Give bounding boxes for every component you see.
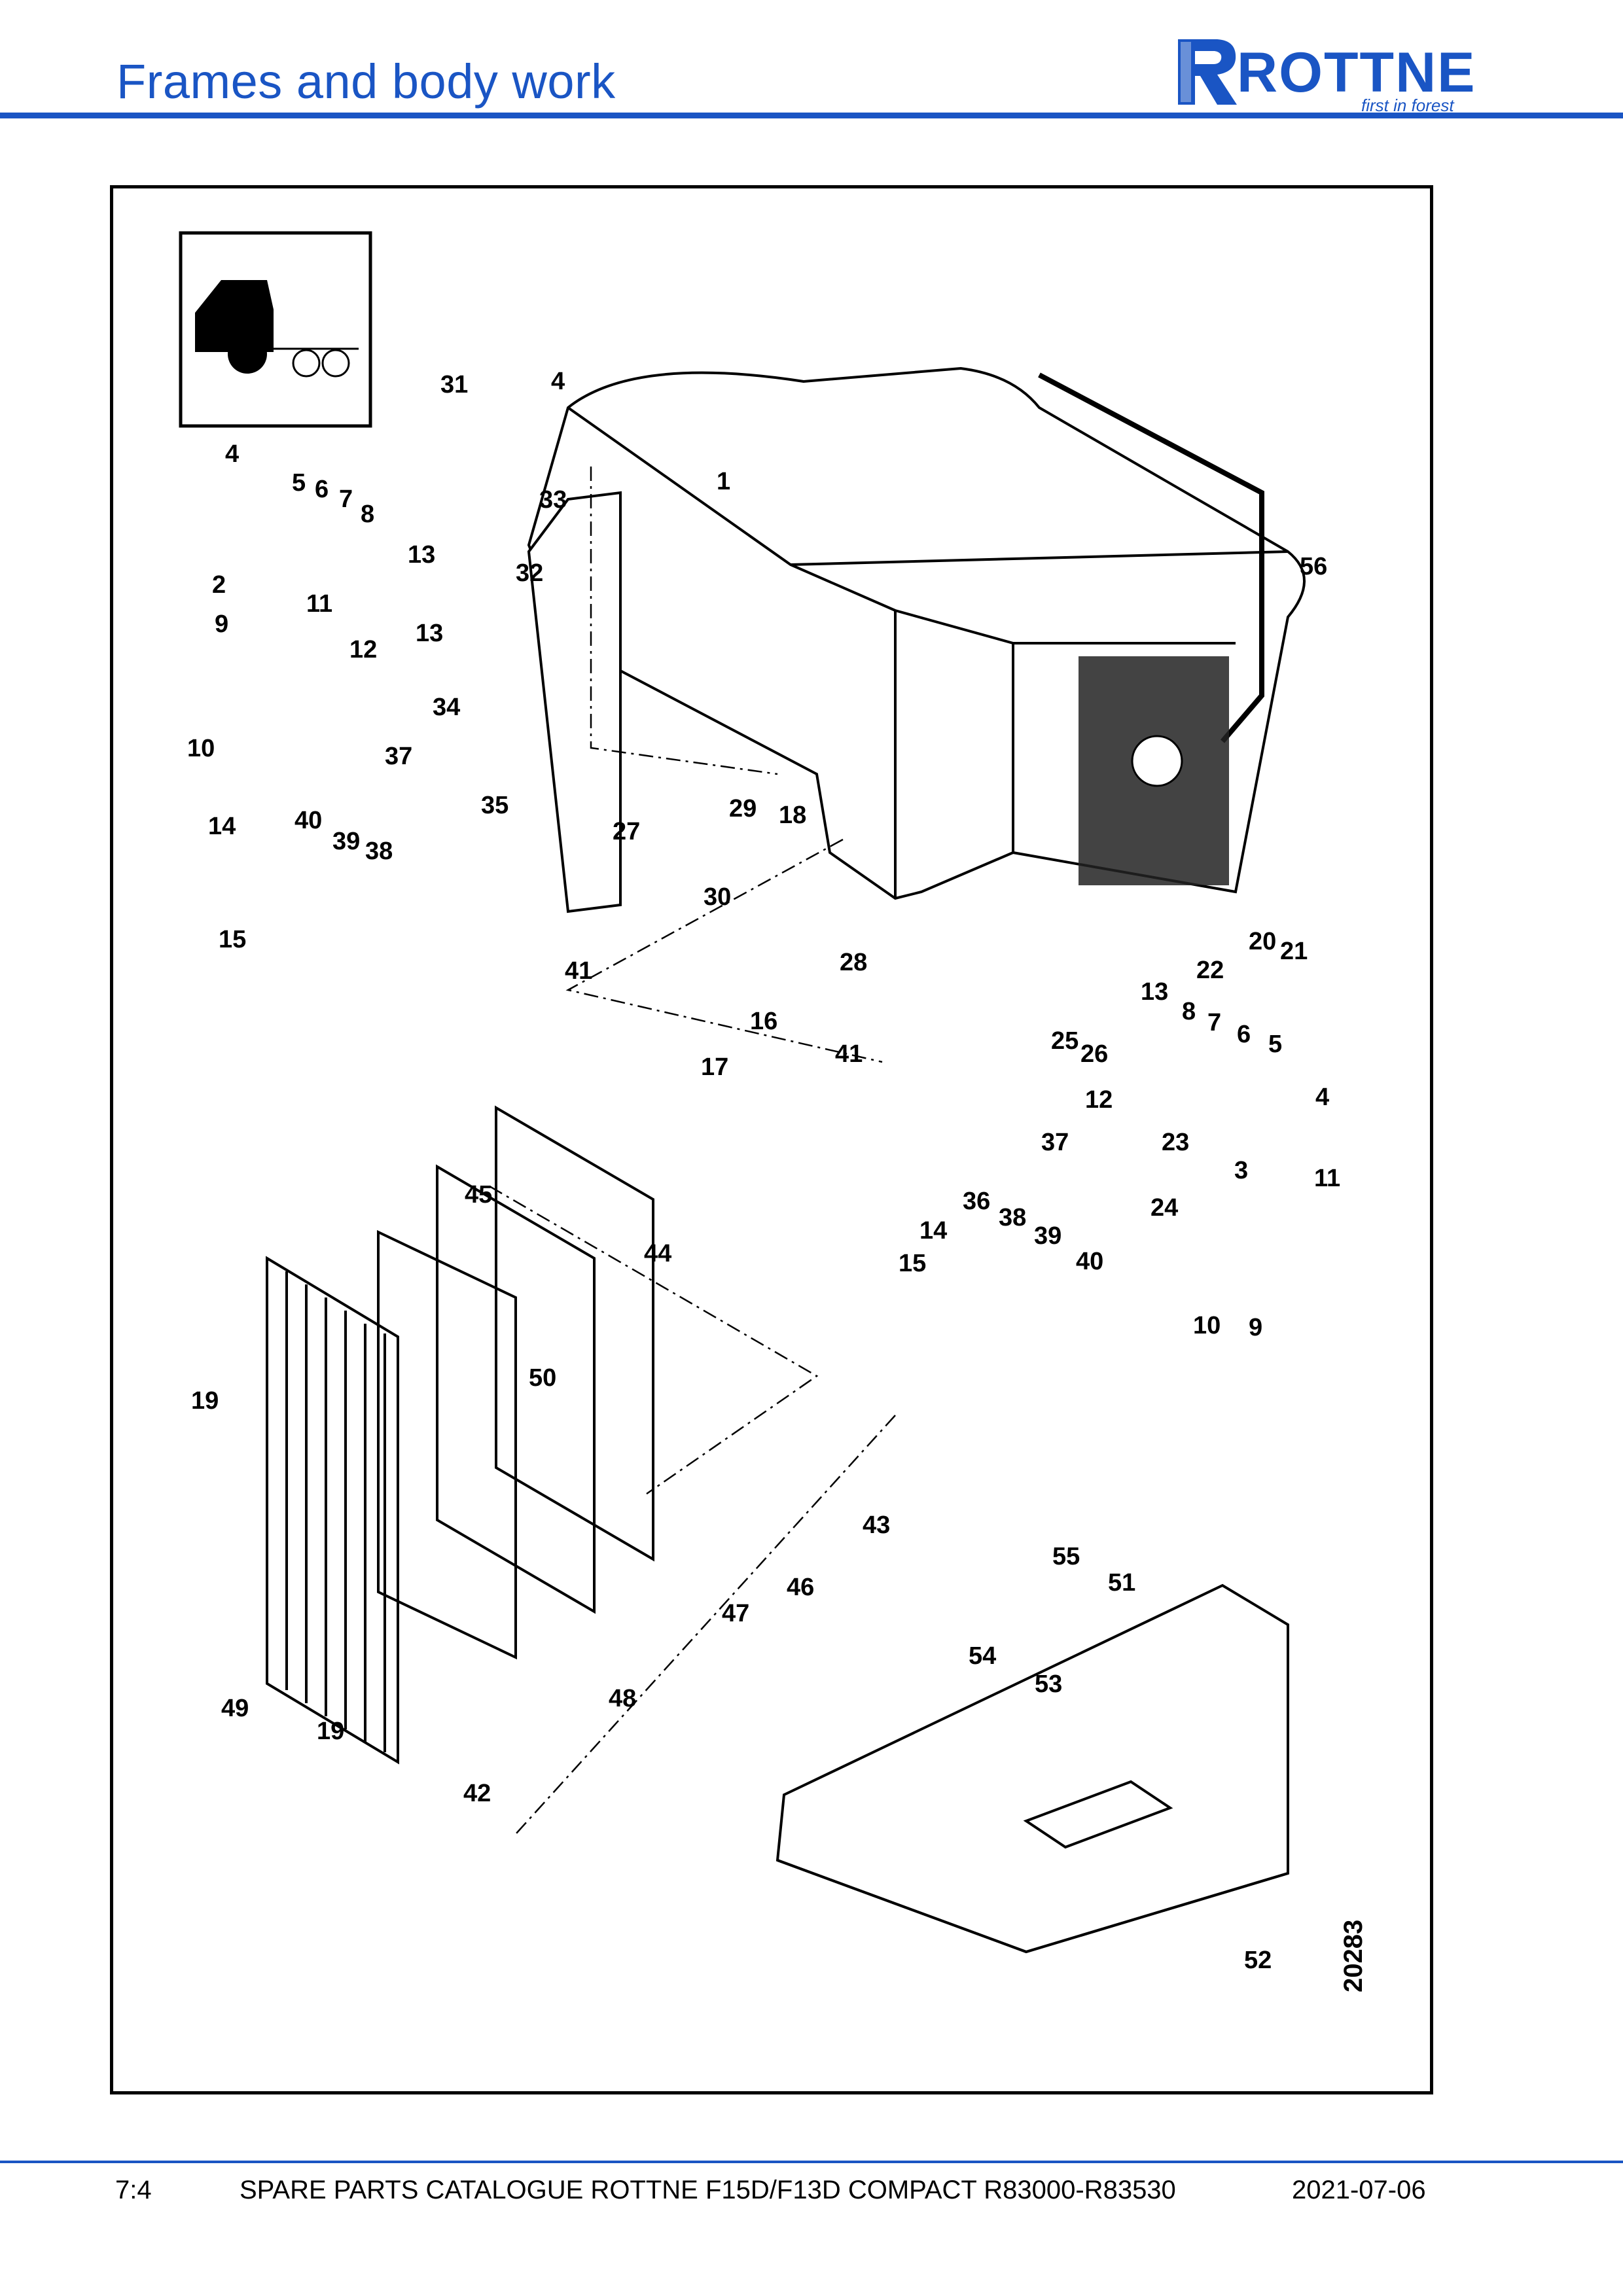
callout-7: 7 (1207, 1009, 1221, 1036)
callout-51: 51 (1108, 1569, 1135, 1597)
exploded-parts-diagram: 1 2 3 4 4 4 5 5 6 6 7 7 8 8 9 9 10 10 11… (179, 231, 1368, 1992)
callout-13: 13 (1141, 978, 1168, 1006)
callout-15: 15 (219, 926, 246, 953)
callout-34: 34 (433, 694, 460, 721)
catalogue-title: SPARE PARTS CATALOGUE ROTTNE F15D/F13D C… (240, 2176, 1176, 2204)
callout-14: 14 (208, 813, 236, 840)
callout-19: 19 (191, 1387, 219, 1415)
callout-3: 3 (1234, 1157, 1248, 1184)
callout-11: 11 (306, 590, 332, 618)
callout-20: 20 (1249, 928, 1276, 955)
locator-thumbnail (179, 231, 372, 428)
callout-6: 6 (1237, 1021, 1251, 1048)
callout-50: 50 (529, 1364, 556, 1392)
callout-52: 52 (1244, 1947, 1272, 1974)
callout-24: 24 (1150, 1194, 1178, 1222)
callout-36: 36 (963, 1188, 990, 1215)
header-divider (0, 113, 1623, 118)
callout-21: 21 (1280, 938, 1308, 965)
callout-9: 9 (1249, 1314, 1262, 1341)
callout-4: 4 (1315, 1084, 1329, 1111)
callout-4: 4 (225, 440, 239, 468)
callout-5: 5 (292, 469, 306, 497)
page-number: 7:4 (115, 2176, 152, 2204)
callout-32: 32 (516, 559, 543, 587)
footer-divider (0, 2161, 1623, 2163)
callout-53: 53 (1035, 1670, 1062, 1698)
callout-30: 30 (704, 883, 731, 911)
leader-lines (489, 467, 896, 1835)
callout-10: 10 (187, 735, 215, 762)
callout-22: 22 (1196, 957, 1224, 984)
callout-13: 13 (408, 541, 435, 569)
callout-43: 43 (863, 1511, 890, 1539)
diagram-frame (110, 185, 1433, 2094)
callout-labels: 1 2 3 4 4 4 5 5 6 6 7 7 8 8 9 9 10 10 11… (187, 368, 1340, 1974)
brand-logo: ROTTNE first in forest (1171, 33, 1512, 115)
callout-35: 35 (481, 792, 508, 819)
callout-7: 7 (339, 486, 353, 513)
callout-5: 5 (1268, 1031, 1282, 1058)
front-grille-assembly (266, 1105, 654, 1765)
callout-39: 39 (332, 828, 360, 855)
callout-9: 9 (215, 610, 228, 638)
callout-2: 2 (212, 571, 226, 599)
callout-13: 13 (416, 620, 443, 647)
callout-10: 10 (1193, 1312, 1221, 1339)
callout-12: 12 (349, 636, 377, 663)
callout-28: 28 (840, 949, 867, 976)
callout-37: 37 (385, 743, 412, 770)
callout-17: 17 (701, 1053, 728, 1081)
callout-1: 1 (717, 468, 730, 495)
callout-54: 54 (969, 1642, 996, 1670)
callout-55: 55 (1052, 1543, 1080, 1570)
callout-39: 39 (1034, 1222, 1061, 1250)
callout-8: 8 (361, 501, 374, 528)
figure-number: 20283 (1339, 1920, 1368, 1992)
callout-38: 38 (999, 1204, 1026, 1231)
callout-38: 38 (365, 838, 393, 865)
callout-8: 8 (1182, 998, 1196, 1025)
logo-tagline: first in forest (1361, 96, 1454, 115)
callout-40: 40 (294, 807, 322, 834)
callout-40: 40 (1076, 1248, 1103, 1275)
callout-48: 48 (609, 1685, 636, 1712)
callout-12: 12 (1085, 1086, 1113, 1114)
side-grille (1079, 656, 1229, 885)
callout-56: 56 (1300, 553, 1327, 580)
callout-46: 46 (787, 1574, 814, 1601)
callout-14: 14 (919, 1217, 947, 1245)
callout-26: 26 (1080, 1040, 1108, 1068)
callout-41: 41 (565, 957, 592, 985)
callout-15: 15 (899, 1250, 926, 1277)
callout-23: 23 (1162, 1129, 1189, 1156)
callout-47: 47 (722, 1600, 749, 1627)
callout-11: 11 (1314, 1165, 1340, 1192)
callout-4: 4 (551, 368, 565, 395)
callout-27: 27 (613, 818, 640, 845)
callout-42: 42 (463, 1780, 491, 1807)
callout-19: 19 (317, 1718, 344, 1745)
callout-41: 41 (835, 1040, 863, 1068)
callout-16: 16 (750, 1008, 777, 1035)
catalogue-date: 2021-07-06 (1292, 2176, 1426, 2204)
callout-44: 44 (644, 1240, 671, 1267)
rottne-emblem-icon (1178, 39, 1237, 105)
callout-31: 31 (440, 371, 468, 398)
callout-18: 18 (779, 802, 806, 829)
callout-37: 37 (1041, 1129, 1069, 1156)
callout-33: 33 (539, 486, 567, 514)
callout-29: 29 (729, 795, 757, 822)
callout-25: 25 (1051, 1027, 1079, 1055)
chassis-frame (776, 1583, 1289, 1954)
callout-45: 45 (465, 1181, 492, 1209)
callout-49: 49 (221, 1695, 249, 1722)
page-title: Frames and body work (116, 54, 616, 109)
callout-6: 6 (315, 476, 329, 503)
logo-wordmark: ROTTNE (1237, 41, 1476, 104)
